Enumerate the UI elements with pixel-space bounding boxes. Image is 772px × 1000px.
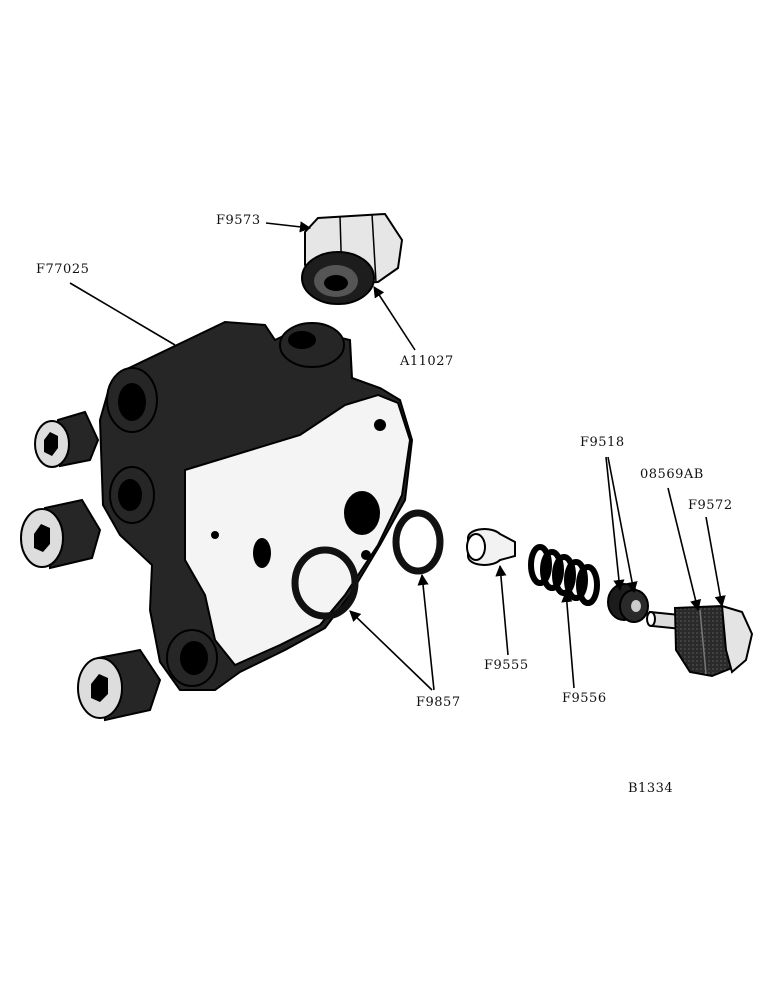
label-a11027: A11027	[400, 354, 454, 369]
label-08569ab: 08569AB	[640, 467, 704, 482]
shims-f9518	[607, 583, 649, 623]
pipe-plug-upper	[34, 410, 100, 468]
label-f9857: F9857	[416, 695, 461, 710]
figure-id-label: B1334	[628, 781, 674, 796]
pipe-plug-middle	[20, 498, 102, 570]
adjusting-screw-08569ab	[646, 604, 754, 678]
spring-f9556	[528, 544, 600, 606]
label-f9556: F9556	[562, 691, 607, 706]
label-f77025: F77025	[36, 262, 90, 277]
pipe-plug-lower	[77, 648, 162, 722]
label-f9555: F9555	[484, 658, 529, 673]
label-f9572: F9572	[688, 498, 733, 513]
label-f9518: F9518	[580, 435, 625, 450]
leader-lines	[69, 221, 726, 691]
plunger-f9555	[466, 528, 516, 566]
label-f9573: F9573	[216, 213, 261, 228]
fitting-f9573	[301, 212, 404, 305]
valve-body-housing	[98, 320, 414, 691]
o-rings-f9857	[291, 509, 444, 620]
